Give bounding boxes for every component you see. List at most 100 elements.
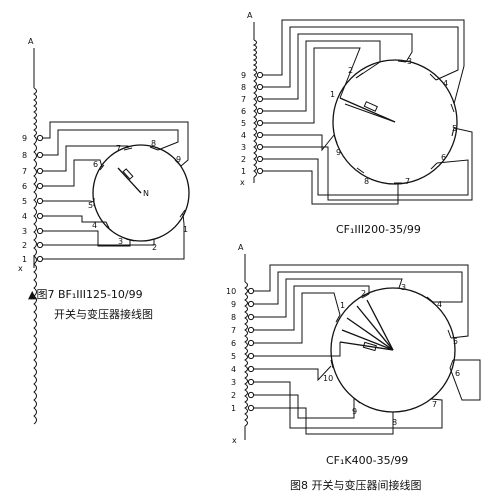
diagram-a-caption-model: ▲图7 BF₁III125-10/99: [28, 288, 143, 301]
diagram-a-contact-label: 5: [88, 201, 93, 210]
diagram-c-coil-upper: [244, 281, 248, 295]
diagram-c-contact-label: 7: [432, 400, 437, 409]
diagram-a-terminal: [36, 255, 44, 263]
diagram-a-terminal-label: 1: [22, 255, 27, 264]
diagram-a-terminal-label: 6: [22, 182, 27, 191]
diagram-b-contact-label: 4: [443, 79, 448, 88]
diagram-a-rotor-arm: [117, 167, 142, 194]
diagram-a-terminal-label: 2: [22, 241, 27, 250]
diagram-a-terminal: [36, 197, 44, 205]
diagram-a-wires: [43, 121, 189, 260]
diagram-a-contact-label: 2: [152, 243, 157, 252]
diagram-c: A x 10 9 8 7 6 5 4 3 2 1: [226, 243, 481, 492]
diagram-b-contact-label: 6: [441, 153, 446, 162]
diagram-a-terminal: [36, 182, 44, 190]
diagram-a-bottom-label: x: [18, 264, 23, 273]
diagram-c-terminal-label: 6: [231, 339, 236, 348]
diagram-a-contact-ticks: [93, 146, 186, 242]
diagram-b-terminal-label: 3: [241, 143, 246, 152]
diagram-a-terminals: 9 8 7 6 5 4 3 2 1: [22, 134, 44, 264]
diagram-a-contact-label: 6: [93, 160, 98, 169]
diagram-a-terminal-label: 4: [22, 212, 27, 221]
diagram-c-terminal-label: 2: [231, 391, 236, 400]
diagram-b-contact-label: 7: [405, 177, 410, 186]
diagram-b-contact-label: 8: [364, 177, 369, 186]
diagram-b-terminal-label: 8: [241, 83, 246, 92]
diagram-a-terminal-label: 3: [22, 227, 27, 236]
diagram-a-contact-label: 7: [116, 144, 121, 153]
diagram-c-rotor: [339, 299, 394, 352]
diagram-b-terminal-label: 2: [241, 155, 246, 164]
diagram-c-bottom-label: x: [232, 436, 237, 445]
diagram-b-contact-label: 3: [407, 57, 412, 66]
diagram-c-terminal-label: 3: [231, 378, 236, 387]
diagram-b-caption: CF₁III200-35/99: [336, 223, 421, 236]
diagram-a-caption-title: 开关与变压器接线图: [54, 307, 153, 321]
diagram-c-caption-model: CF₁K400-35/99: [326, 454, 408, 467]
diagram-a-terminal: [36, 241, 44, 249]
diagram-b-terminal-label: 4: [241, 131, 246, 140]
diagram-a-rotor-resistor: [122, 168, 134, 180]
diagram-c-coil-taps: [244, 293, 248, 427]
diagram-c-terminal-label: 4: [231, 365, 236, 374]
diagram-b-terminal-label: 1: [241, 167, 246, 176]
diagram-a-terminal: [36, 227, 44, 235]
diagram-a-selector-circle: [92, 144, 190, 242]
diagram-c-terminals: 10 9 8 7 6 5 4 3 2 1: [226, 287, 255, 413]
diagram-b-contact-label: 9: [336, 148, 341, 157]
diagram-a-terminal-label: 7: [22, 167, 27, 176]
diagram-c-rotor-resistor: [362, 341, 377, 352]
diagram-a-coil-taps: [33, 135, 37, 425]
diagram-a-contact-label: 4: [92, 221, 97, 230]
diagram-c-contact-label: 5: [453, 337, 458, 346]
diagram-c-contact-label: 10: [323, 374, 333, 383]
diagram-c-wires: [254, 264, 481, 435]
diagram-b-rotor-arm: [339, 97, 396, 123]
diagram-c-contact-ticks: [330, 287, 454, 413]
diagram-a-terminal: [36, 212, 44, 220]
diagram-a-contact-label: 1: [183, 225, 188, 234]
diagram-c-terminal-label: 8: [231, 313, 236, 322]
diagram-b-wires: [263, 19, 473, 205]
diagram-c-contact-label: 1: [340, 301, 345, 310]
diagram-a-top-label: A: [28, 37, 34, 46]
diagram-a-terminal-label: 5: [22, 197, 27, 206]
diagram-a: A x 9 8 7 6 5 4 3 2 1: [18, 37, 190, 425]
diagram-a-terminal: [36, 167, 44, 175]
diagram-b-terminal-label: 7: [241, 95, 246, 104]
diagram-a-terminal: [36, 151, 44, 159]
diagram-c-terminal-label: 10: [226, 287, 236, 296]
diagram-a-terminal: [36, 134, 44, 142]
diagram-c-caption-title: 图8 开关与变压器间接线图: [290, 478, 422, 492]
diagram-a-terminal-label: 8: [22, 151, 27, 160]
diagram-b-bottom-label: x: [240, 178, 245, 187]
diagram-a-contact-label: 3: [118, 237, 123, 246]
diagram-b: A x 9 8 7 6 5 4 3 2 1: [240, 11, 473, 236]
diagram-b-coil-taps: [253, 74, 257, 178]
diagram-c-top-label: A: [238, 243, 244, 252]
diagram-a-coil-upper: [33, 87, 37, 137]
diagram-a-center-label: N: [143, 189, 149, 198]
diagram-a-contact-label: 9: [176, 155, 181, 164]
diagram-b-contact-label: 1: [330, 90, 335, 99]
diagram-b-terminal-label: 5: [241, 119, 246, 128]
diagram-b-terminal-label: 6: [241, 107, 246, 116]
diagram-c-terminal-label: 9: [231, 300, 236, 309]
diagram-c-terminal-label: 7: [231, 326, 236, 335]
diagram-c-contact-label: 2: [361, 289, 366, 298]
diagram-a-contact-label: 8: [151, 139, 156, 148]
diagram-b-terminals: 9 8 7 6 5 4 3 2 1: [241, 71, 264, 176]
diagram-c-contact-label: 9: [352, 407, 357, 416]
diagram-c-terminal-label: 5: [231, 352, 236, 361]
diagram-a-contact-labels: 7 8 9 6 5 4 3 2 1: [88, 139, 188, 252]
diagram-c-contact-label: 4: [437, 300, 442, 309]
diagram-b-top-label: A: [247, 11, 253, 20]
diagram-c-contact-label: 6: [455, 369, 460, 378]
diagram-b-coil-upper: [252, 39, 257, 76]
diagram-b-selector-circle: [332, 59, 458, 185]
diagram-b-rotor-resistor: [363, 101, 378, 112]
diagram-a-terminal-label: 9: [22, 134, 27, 143]
diagram-c-contact-labels: 2 3 4 1 5 6 10 7 9 8: [323, 283, 460, 427]
diagram-c-terminal-label: 1: [231, 404, 236, 413]
